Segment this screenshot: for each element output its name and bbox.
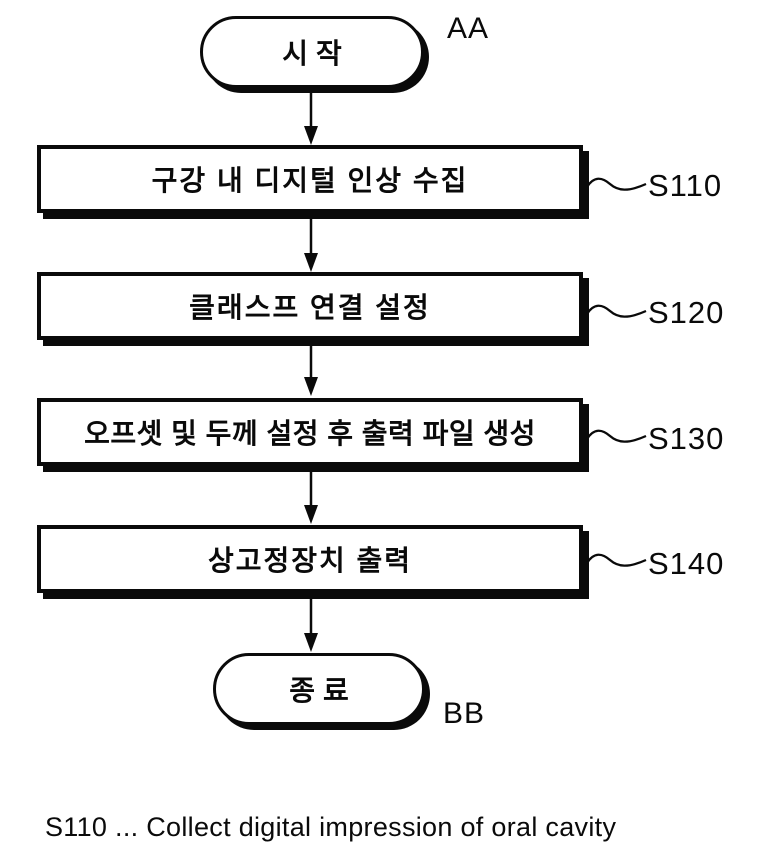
end-terminal-label: 종료 [289, 675, 357, 706]
figure-caption: S110 ... Collect digital impression of o… [45, 812, 617, 842]
down-arrow-icon [304, 470, 318, 524]
squiggle-connector [586, 304, 647, 318]
start-terminal: 시작 [200, 16, 424, 88]
down-arrow-icon [304, 88, 318, 145]
process-box-s120: 클래스프 연결 설정 [37, 272, 583, 340]
process-box-s110: 구강 내 디지털 인상 수집 [37, 145, 583, 213]
squiggle-connector [586, 553, 647, 567]
down-arrow-icon [304, 342, 318, 396]
squiggle-connector [586, 429, 647, 443]
squiggle-connector [586, 177, 647, 191]
process-box-s140: 상고정장치 출력 [37, 525, 583, 593]
process-box-s120-label: 클래스프 연결 설정 [189, 292, 431, 323]
corner-label-bb: BB [443, 697, 486, 730]
step-ref-s140: S140 [648, 546, 725, 581]
down-arrow-icon [304, 597, 318, 652]
down-arrow-icon [304, 218, 318, 272]
step-ref-s110: S110 [648, 168, 723, 203]
process-box-s140-label: 상고정장치 출력 [207, 545, 413, 576]
step-ref-s130: S130 [648, 421, 725, 456]
process-box-s130: 오프셋 및 두께 설정 후 출력 파일 생성 [37, 398, 583, 466]
process-box-s110-label: 구강 내 디지털 인상 수집 [151, 165, 469, 196]
process-box-s130-label: 오프셋 및 두께 설정 후 출력 파일 생성 [84, 418, 536, 449]
corner-label-aa: AA [447, 12, 490, 45]
end-terminal: 종료 [213, 653, 425, 725]
step-ref-s120: S120 [648, 295, 725, 330]
start-terminal-label: 시작 [282, 38, 350, 69]
